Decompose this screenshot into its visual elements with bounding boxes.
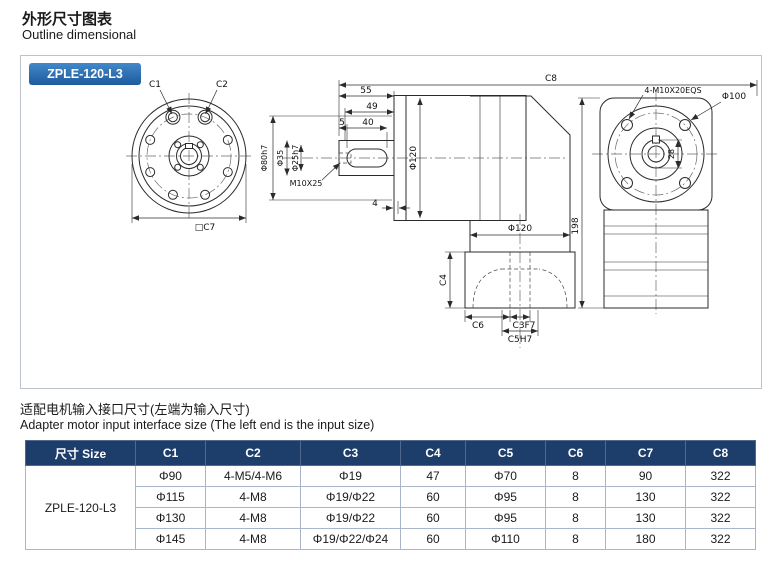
- dim-label-phi80h7: Φ80h7: [260, 145, 269, 172]
- column-header: 尺寸 Size: [25, 440, 136, 466]
- dim-label-5: 5: [339, 118, 345, 128]
- dim-label-c4: C4: [439, 274, 449, 286]
- dim-label-phi35: Φ35: [276, 150, 285, 166]
- table-cell: Φ115: [135, 486, 206, 508]
- adapter-note-zh: 适配电机输入接口尺寸(左端为输入尺寸): [20, 402, 250, 417]
- table-cell: 322: [685, 486, 756, 508]
- outline-drawing: C1 C2 □C7: [126, 74, 758, 348]
- table-cell: 60: [400, 528, 466, 550]
- table-cell: Φ145: [135, 528, 206, 550]
- table-cell: 60: [400, 486, 466, 508]
- column-header: C6: [545, 440, 606, 466]
- dim-label-c6: C6: [472, 321, 484, 331]
- column-header: C1: [135, 440, 206, 466]
- table-cell: 60: [400, 507, 466, 529]
- table-cell: 47: [400, 465, 466, 487]
- table-cell: 4-M5/4-M6: [205, 465, 301, 487]
- model-badge: ZPLE-120-L3: [29, 63, 141, 85]
- adapter-note-en: Adapter motor input interface size (The …: [20, 418, 375, 432]
- table-cell: 322: [685, 528, 756, 550]
- dim-label-40: 40: [362, 118, 374, 128]
- column-header: C4: [400, 440, 466, 466]
- dim-label-m10x25: M10X25: [290, 179, 323, 188]
- table-cell: Φ130: [135, 507, 206, 529]
- table-cell: 4-M8: [205, 486, 301, 508]
- table-cell: 4-M8: [205, 507, 301, 529]
- dim-label-phi100: Φ100: [722, 92, 747, 102]
- dim-label-bolt-spec: 4-M10X20EQS: [644, 86, 701, 95]
- table-cell: 322: [685, 465, 756, 487]
- table-cell: 90: [605, 465, 686, 487]
- table-cell: 4-M8: [205, 528, 301, 550]
- column-header: C3: [300, 440, 401, 466]
- table-cell: 8: [545, 486, 606, 508]
- side-view: C8 55 49 5 40 Φ80h7 Φ35: [260, 74, 758, 348]
- table-cell: Φ19/Φ22: [300, 507, 401, 529]
- dim-label-28: 28: [667, 149, 676, 159]
- dim-label-phi120-out: Φ120: [508, 224, 533, 234]
- table-cell: Φ110: [465, 528, 546, 550]
- page-title-en: Outline dimensional: [22, 27, 137, 42]
- dim-label-c1: C1: [149, 80, 161, 90]
- table-cell: Φ19: [300, 465, 401, 487]
- table-cell: 130: [605, 486, 686, 508]
- page-title-zh: 外形尺寸图表: [22, 11, 113, 28]
- table-cell: Φ90: [135, 465, 206, 487]
- dim-label-phi120-body: Φ120: [409, 146, 419, 171]
- dim-label-c7: □C7: [195, 223, 216, 233]
- dim-label-c8: C8: [545, 74, 557, 84]
- dim-label-198: 198: [571, 217, 581, 234]
- dim-label-c2: C2: [216, 80, 228, 90]
- column-header: C8: [685, 440, 756, 466]
- table-cell: Φ95: [465, 507, 546, 529]
- dim-label-4: 4: [372, 199, 378, 209]
- table-cell: Φ19/Φ22: [300, 486, 401, 508]
- table-cell: 130: [605, 507, 686, 529]
- dim-label-c3f7: C3F7: [513, 321, 536, 331]
- model-cell: ZPLE-120-L3: [25, 465, 136, 550]
- output-view: 4-M10X20EQS Φ100 28 198: [571, 86, 746, 314]
- table-cell: Φ95: [465, 486, 546, 508]
- table-cell: 8: [545, 465, 606, 487]
- table-cell: 8: [545, 507, 606, 529]
- column-header: C5: [465, 440, 546, 466]
- dim-label-c5h7: C5H7: [508, 335, 533, 345]
- dim-label-phi25h7: Φ25h7: [291, 145, 300, 172]
- table-cell: 180: [605, 528, 686, 550]
- dim-label-49: 49: [366, 102, 378, 112]
- dim-label-55: 55: [360, 86, 371, 96]
- column-header: C2: [205, 440, 301, 466]
- outline-drawing-panel: ZPLE-120-L3: [20, 55, 762, 389]
- table-cell: Φ19/Φ22/Φ24: [300, 528, 401, 550]
- table-cell: 8: [545, 528, 606, 550]
- table-cell: 322: [685, 507, 756, 529]
- front-view: C1 C2 □C7: [126, 80, 252, 233]
- table-cell: Φ70: [465, 465, 546, 487]
- column-header: C7: [605, 440, 686, 466]
